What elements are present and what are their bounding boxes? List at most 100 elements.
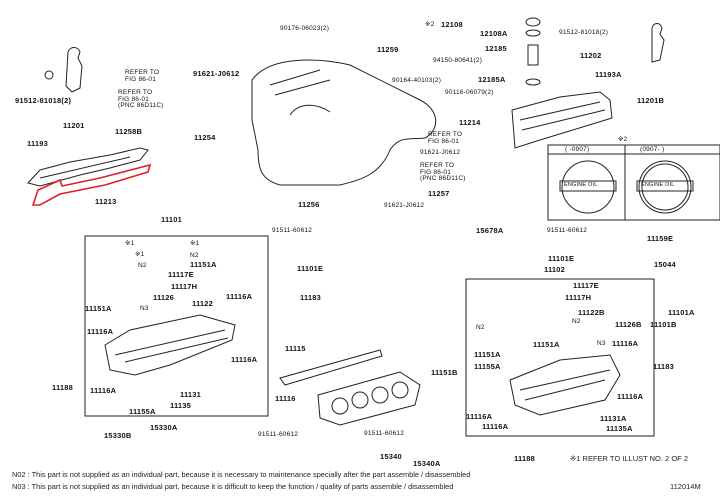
part-label[interactable]: 11126B xyxy=(615,320,642,329)
inset-box xyxy=(547,144,720,221)
footnote-n02: N02 : This part is not supplied as an in… xyxy=(12,470,471,479)
part-label[interactable]: 11116A xyxy=(466,412,493,421)
part-label[interactable]: 12185 xyxy=(485,44,507,53)
n2-mark: N2 xyxy=(572,318,581,325)
part-label[interactable]: 12108 xyxy=(441,20,463,29)
cylinder-head-right-drawing xyxy=(509,354,621,416)
part-label[interactable]: 91621-J0612 xyxy=(420,149,461,156)
part-label[interactable]: 91511-60612 xyxy=(272,227,313,234)
part-label[interactable]: 94150-80641(2) xyxy=(433,57,483,64)
part-label[interactable]: 11151A xyxy=(533,340,560,349)
part-label[interactable]: 11183 xyxy=(653,362,675,371)
head-cover-left-drawing xyxy=(27,147,149,187)
part-label[interactable]: 91512-81018(2) xyxy=(15,96,72,105)
part-label[interactable]: 11213 xyxy=(95,197,117,206)
part-label[interactable]: 11101B xyxy=(650,320,677,329)
part-label[interactable]: 11135 xyxy=(170,401,192,410)
part-label[interactable]: 91621-J0612 xyxy=(193,69,240,78)
part-label[interactable]: 15330A xyxy=(150,423,178,432)
part-label[interactable]: 91511-60612 xyxy=(258,431,299,438)
part-label[interactable]: 11115 xyxy=(285,344,306,353)
part-label[interactable]: 11116A xyxy=(617,392,644,401)
part-label[interactable]: 15044 xyxy=(654,260,676,269)
part-label[interactable]: 11188 xyxy=(52,383,74,392)
part-label[interactable]: 11117E xyxy=(168,270,194,279)
refer-note: REFER TO FIG 86-01 xyxy=(428,131,463,145)
part-label[interactable]: 11126 xyxy=(153,293,175,302)
part-label[interactable]: 11214 xyxy=(459,118,481,127)
part-label[interactable]: 12185A xyxy=(478,75,506,84)
part-label[interactable]: 11117H xyxy=(565,293,592,302)
bracket-left-drawing xyxy=(65,47,83,93)
part-label[interactable]: 91621-J0612 xyxy=(384,202,425,209)
part-label[interactable]: 91512-81018(2) xyxy=(559,29,609,36)
part-label[interactable]: 11117E xyxy=(573,281,599,290)
part-label[interactable]: 11202 xyxy=(580,51,602,60)
part-label[interactable]: 11102 xyxy=(544,265,566,274)
bolt-b-icon xyxy=(44,70,54,80)
part-label[interactable]: 15340A xyxy=(413,459,441,468)
part-label[interactable]: 15678A xyxy=(476,226,504,235)
part-label[interactable]: 11135A xyxy=(606,424,633,433)
part-label[interactable]: 11254 xyxy=(194,133,216,142)
part-label[interactable]: 11193A xyxy=(595,70,622,79)
n2-mark: N2 xyxy=(476,324,485,331)
part-label[interactable]: 90164-40103(2) xyxy=(392,77,442,84)
part-label[interactable]: 91511-60612 xyxy=(547,227,588,234)
part-label[interactable]: 11116A xyxy=(482,422,509,431)
n3-mark: N3 xyxy=(597,340,606,347)
part-label[interactable]: 11101E xyxy=(548,254,575,263)
cylinder-head-right-box xyxy=(465,278,655,437)
part-label[interactable]: 90176-06023(2) xyxy=(280,25,330,32)
part-label[interactable]: 11159E xyxy=(647,234,674,243)
part-label[interactable]: 11155A xyxy=(129,407,156,416)
star-mark: ※1 xyxy=(125,240,135,247)
part-label[interactable]: 11101E xyxy=(297,264,324,273)
part-label[interactable]: 11116A xyxy=(226,292,253,301)
part-label[interactable]: 90116-06079(2) xyxy=(445,89,494,96)
part-label[interactable]: 11193 xyxy=(27,139,49,148)
gasket-11115-drawing xyxy=(279,349,383,386)
part-label[interactable]: 11131A xyxy=(600,414,627,423)
star-mark: ※1 xyxy=(190,240,200,247)
star-mark: ※1 xyxy=(135,251,145,258)
part-label[interactable]: 15340 xyxy=(380,452,402,461)
part-label[interactable]: 11259 xyxy=(377,45,399,54)
part-label[interactable]: 11201B xyxy=(637,96,665,105)
part-label[interactable]: 11101 xyxy=(161,215,183,224)
part-label[interactable]: 11151B xyxy=(431,368,458,377)
part-label[interactable]: 11256 xyxy=(298,200,320,209)
part-label[interactable]: 12108A xyxy=(480,29,508,38)
part-label[interactable]: 11116A xyxy=(87,327,114,336)
part-label[interactable]: 11117H xyxy=(171,282,198,291)
part-label[interactable]: 11183 xyxy=(300,293,322,302)
part-label[interactable]: 11151A xyxy=(474,350,501,359)
part-label[interactable]: 11155A xyxy=(474,362,501,371)
refer-note: REFER TO FIG 86-01 (PNC 86D11C) xyxy=(420,162,466,182)
inset-reference-mark: ※2 xyxy=(425,21,435,28)
part-label[interactable]: 11116A xyxy=(612,339,639,348)
part-label[interactable]: 11151A xyxy=(190,260,217,269)
part-label[interactable]: 11116A xyxy=(231,355,258,364)
part-label[interactable]: 11131 xyxy=(180,390,202,399)
inset-mark: ※2 xyxy=(618,136,628,143)
part-label[interactable]: 11101A xyxy=(668,308,695,317)
n2-mark: N2 xyxy=(190,252,199,259)
illustration-id: 112014M xyxy=(670,482,701,491)
part-label[interactable]: 11122 xyxy=(192,299,214,308)
bracket-right-drawing xyxy=(651,23,665,63)
part-label[interactable]: 11116A xyxy=(90,386,117,395)
part-label[interactable]: 91511-60612 xyxy=(364,430,405,437)
part-label[interactable]: 11201 xyxy=(63,121,85,130)
oil-cap-text-old: ENGINE OIL xyxy=(564,182,598,188)
part-label[interactable]: 11151A xyxy=(85,304,112,313)
inset-col-right-header: (0907- ) xyxy=(640,146,665,153)
part-label[interactable]: 11188 xyxy=(514,454,536,463)
part-label[interactable]: 11258B xyxy=(115,127,143,136)
part-label[interactable]: 15330B xyxy=(104,431,132,440)
inset-col-left-header: ( -0907) xyxy=(565,146,590,153)
part-label[interactable]: 11116 xyxy=(275,394,296,403)
part-label[interactable]: 11122B xyxy=(578,308,605,317)
part-label[interactable]: 11257 xyxy=(428,189,450,198)
